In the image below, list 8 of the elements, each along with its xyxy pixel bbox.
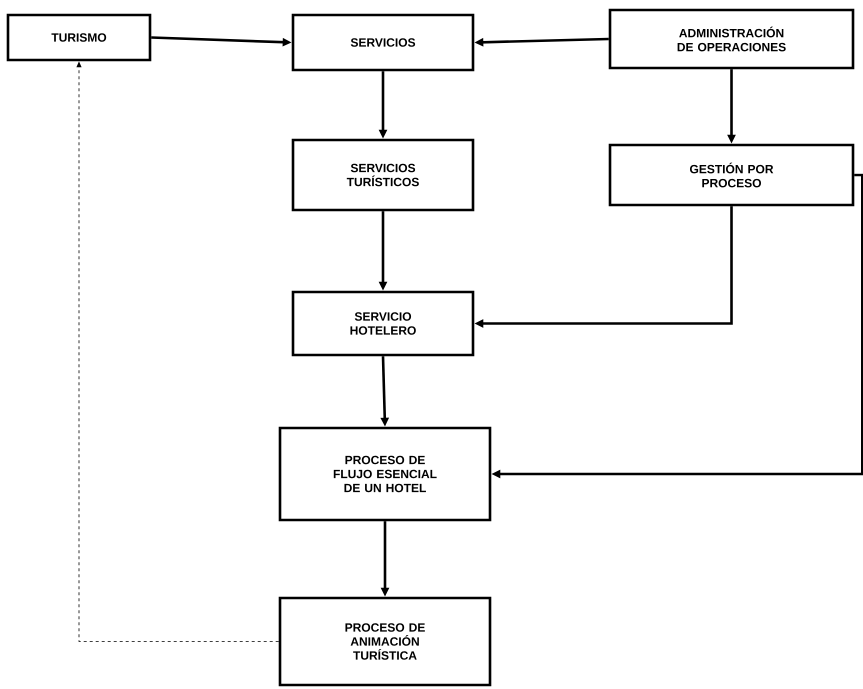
process-box: SERVICIO HOTELERO (292, 290, 474, 356)
process-box: PROCESO DE ANIMACIÓN TURÍSTICA (278, 596, 492, 686)
process-box: PROCESO DE FLUJO ESENCIAL DE UN HOTEL (278, 426, 492, 522)
process-box: TURISMO (6, 14, 152, 62)
process-box: SERVICIOS TURÍSTICOS (292, 138, 474, 212)
process-box: SERVICIOS (292, 14, 474, 72)
process-box: GESTIÓN POR PROCESO (608, 144, 854, 206)
process-box: ADMINISTRACIÓN DE OPERACIONES (608, 8, 854, 70)
